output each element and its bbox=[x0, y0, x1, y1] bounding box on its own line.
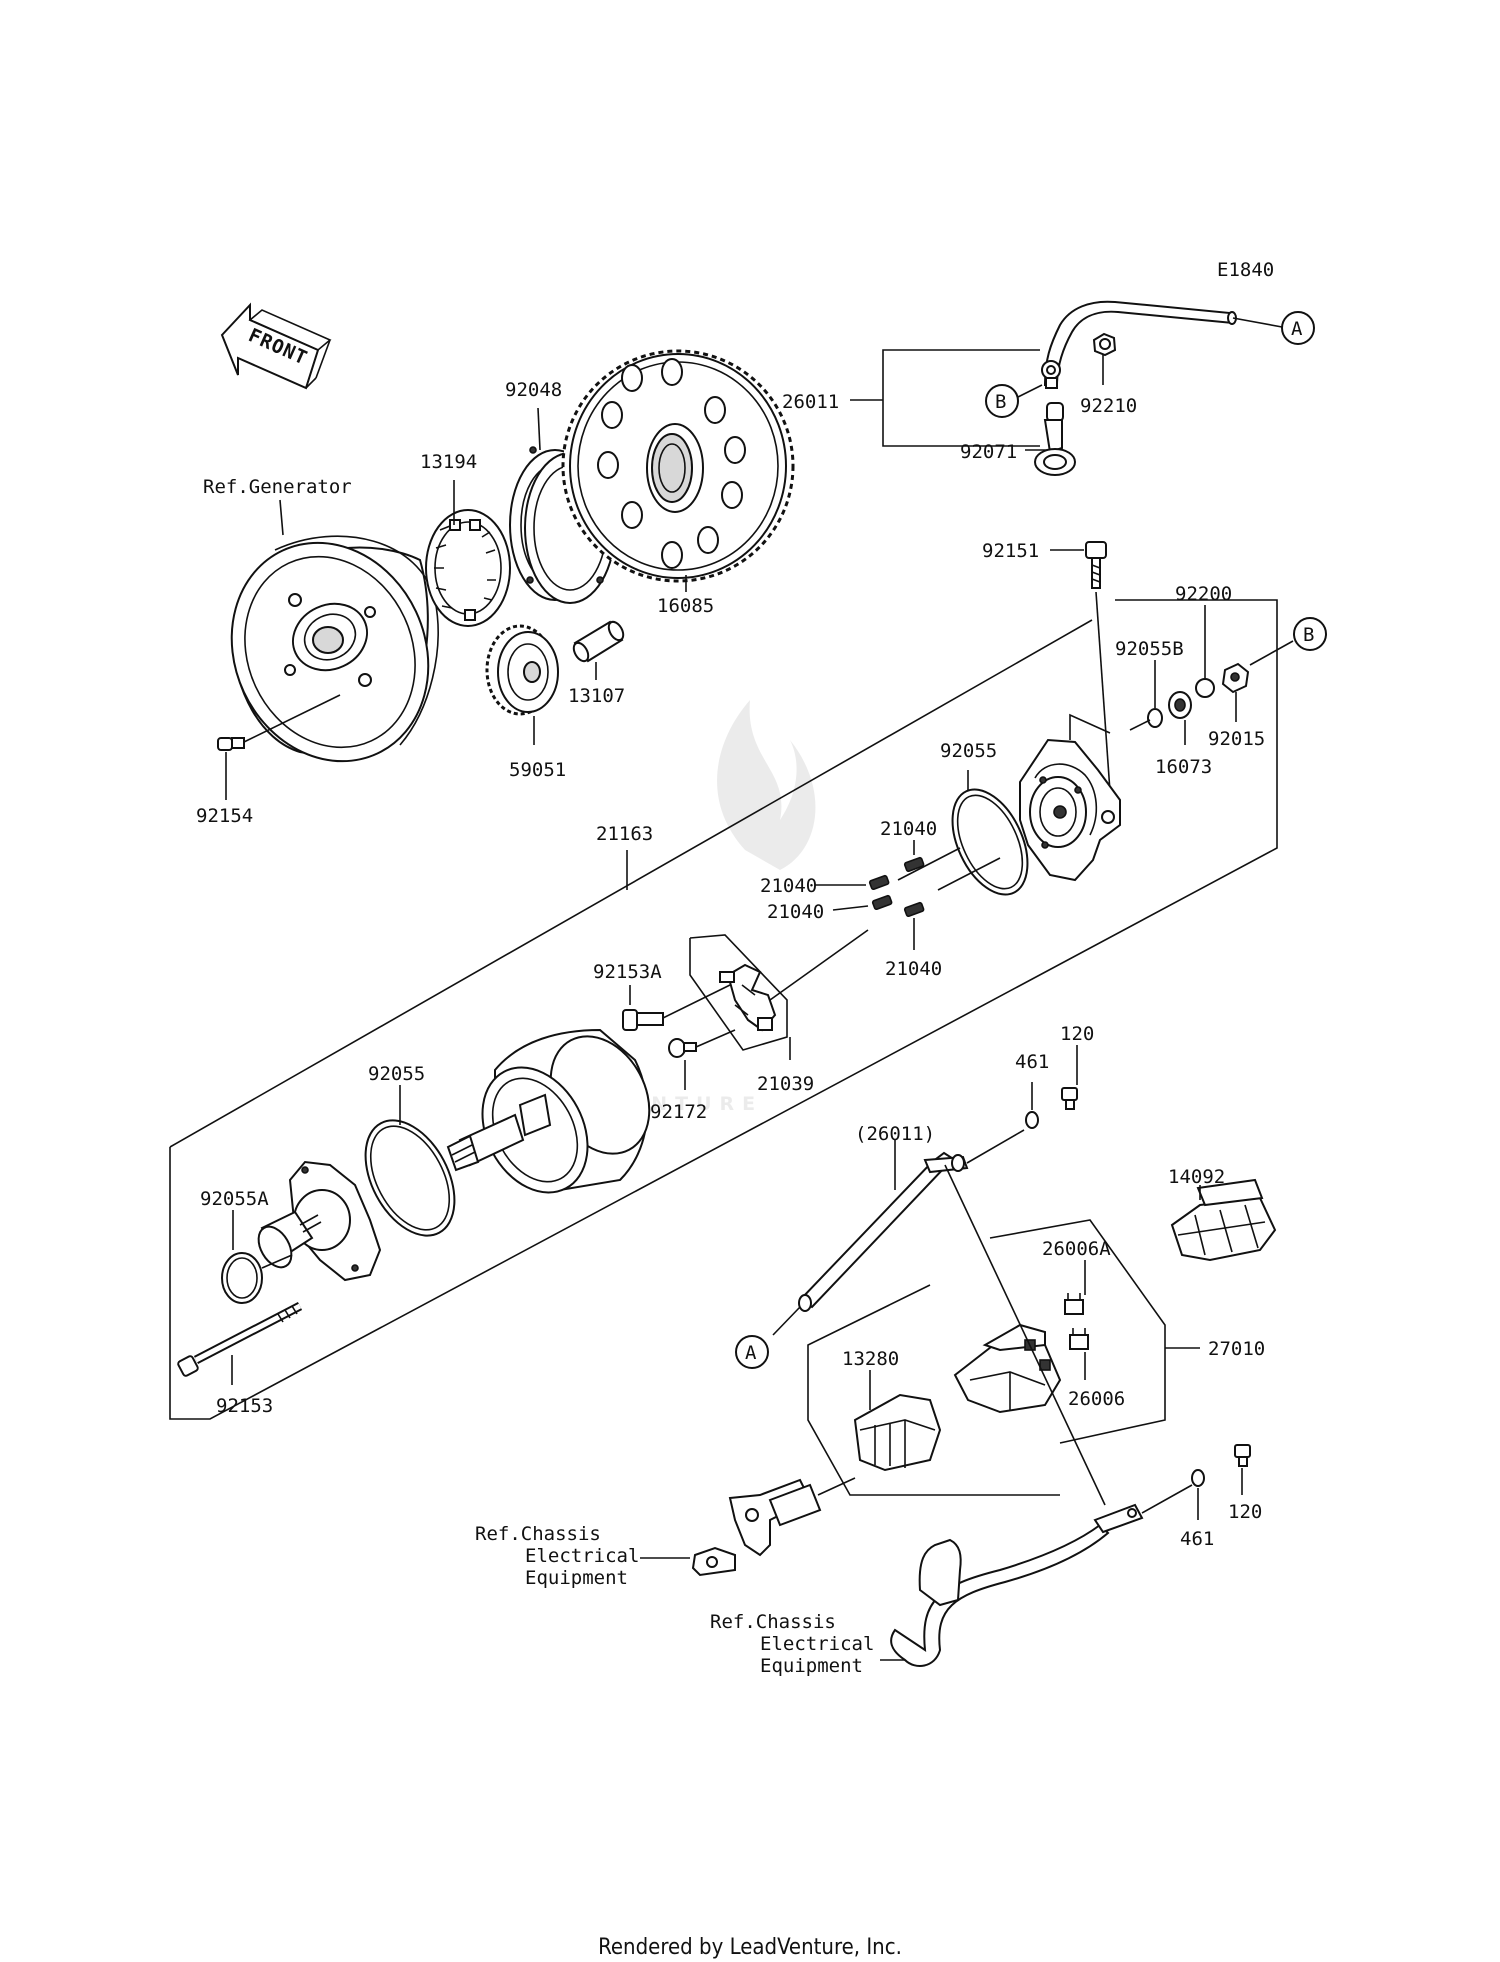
ref-generator: Ref.Generator bbox=[203, 476, 352, 498]
rear-end-cover bbox=[1019, 738, 1121, 882]
washer-92055b bbox=[1147, 708, 1163, 728]
brush-holder-21039 bbox=[719, 963, 777, 1032]
part-16073: 16073 bbox=[1155, 756, 1212, 778]
idle-gear-59051 bbox=[485, 624, 559, 716]
part-21039: 21039 bbox=[757, 1073, 814, 1095]
screw-92172 bbox=[668, 1038, 697, 1058]
ref-chassis-1-line2: Electrical bbox=[525, 1545, 639, 1567]
starter-relay-27010 bbox=[953, 1323, 1062, 1414]
fuse-26006 bbox=[1069, 1328, 1089, 1350]
part-21040-b: 21040 bbox=[767, 901, 824, 923]
front-end-cover bbox=[257, 1160, 382, 1282]
shaft-13107 bbox=[572, 620, 625, 663]
o-ring-92055-bottom bbox=[364, 1119, 456, 1237]
part-92200: 92200 bbox=[1175, 583, 1232, 605]
brush-springs-21040 bbox=[868, 856, 925, 918]
part-26011-paren: (26011) bbox=[855, 1123, 935, 1145]
battery-cable-lower bbox=[890, 1503, 1144, 1667]
part-14092: 14092 bbox=[1168, 1166, 1225, 1188]
part-13280: 13280 bbox=[842, 1348, 899, 1370]
part-92210: 92210 bbox=[1080, 395, 1137, 417]
one-way-clutch-13194 bbox=[425, 509, 511, 627]
footer-credit: Rendered by LeadVenture, Inc. bbox=[598, 1935, 902, 1960]
relay-bracket bbox=[691, 1478, 822, 1577]
part-92071: 92071 bbox=[960, 441, 1017, 463]
part-92055a: 92055A bbox=[200, 1188, 269, 1210]
part-21040-d: 21040 bbox=[885, 958, 942, 980]
part-120-bottom: 120 bbox=[1228, 1501, 1262, 1523]
part-461-bottom: 461 bbox=[1180, 1528, 1214, 1550]
connector-b-right: B bbox=[1303, 624, 1314, 646]
relay-assembly-outline bbox=[989, 1219, 1166, 1444]
fuse-26006a bbox=[1064, 1293, 1084, 1315]
part-92153a: 92153A bbox=[593, 961, 662, 983]
bolt-120-bottom bbox=[1234, 1444, 1251, 1467]
diagram-code: E1840 bbox=[1217, 259, 1274, 281]
part-92153: 92153 bbox=[216, 1395, 273, 1417]
washer-92200 bbox=[1195, 678, 1215, 698]
ref-chassis-2-line1: Ref.Chassis bbox=[710, 1611, 836, 1633]
connector-a-top: A bbox=[1291, 318, 1303, 340]
generator-rotor bbox=[230, 535, 439, 763]
front-arrow-icon: FRONT bbox=[220, 302, 332, 390]
nut-16073 bbox=[1168, 691, 1192, 719]
part-92015: 92015 bbox=[1208, 728, 1265, 750]
ref-chassis-1-line1: Ref.Chassis bbox=[475, 1523, 601, 1545]
part-13194: 13194 bbox=[420, 451, 477, 473]
part-92154: 92154 bbox=[196, 805, 253, 827]
through-bolt-92153 bbox=[177, 1302, 303, 1377]
part-59051: 59051 bbox=[509, 759, 566, 781]
part-27010: 27010 bbox=[1208, 1338, 1265, 1360]
part-92055b: 92055B bbox=[1115, 638, 1184, 660]
gear-16085 bbox=[561, 349, 795, 583]
part-461-top: 461 bbox=[1015, 1051, 1049, 1073]
o-ring-92055a bbox=[221, 1252, 263, 1304]
bolt-120-top bbox=[1061, 1087, 1078, 1110]
part-92048: 92048 bbox=[505, 379, 562, 401]
ref-chassis-2-line3: Equipment bbox=[760, 1655, 863, 1677]
washer-461-bottom bbox=[1191, 1469, 1205, 1487]
connector-a-bottom: A bbox=[745, 1342, 757, 1364]
o-ring-92055-top bbox=[951, 788, 1029, 896]
bolt-92153a bbox=[622, 1009, 664, 1031]
relay-13280 bbox=[853, 1393, 942, 1472]
part-26006a: 26006A bbox=[1042, 1238, 1111, 1260]
armature-yoke bbox=[446, 1028, 651, 1194]
part-21163: 21163 bbox=[596, 823, 653, 845]
nut-92015 bbox=[1221, 662, 1250, 694]
starter-assembly-outline bbox=[169, 599, 1278, 1420]
connector-b-mid: B bbox=[995, 391, 1006, 413]
part-92151: 92151 bbox=[982, 540, 1039, 562]
part-120-top: 120 bbox=[1060, 1023, 1094, 1045]
washer-461-top bbox=[1025, 1111, 1039, 1129]
battery-cable-upper bbox=[1034, 300, 1237, 476]
part-21040-a: 21040 bbox=[760, 875, 817, 897]
part-92055-bottom: 92055 bbox=[368, 1063, 425, 1085]
bolt-92154 bbox=[217, 737, 245, 751]
bolt-92151 bbox=[1085, 541, 1107, 589]
part-26006: 26006 bbox=[1068, 1388, 1125, 1410]
part-13107: 13107 bbox=[568, 685, 625, 707]
part-26011: 26011 bbox=[782, 391, 839, 413]
starter-cable-lower bbox=[798, 1151, 969, 1312]
ref-chassis-1-line3: Equipment bbox=[525, 1567, 628, 1589]
part-92055-top: 92055 bbox=[940, 740, 997, 762]
part-92172: 92172 bbox=[650, 1101, 707, 1123]
part-16085: 16085 bbox=[657, 595, 714, 617]
relay-cover-14092 bbox=[1170, 1178, 1277, 1262]
part-21040-c: 21040 bbox=[880, 818, 937, 840]
ref-chassis-2-line2: Electrical bbox=[760, 1633, 874, 1655]
